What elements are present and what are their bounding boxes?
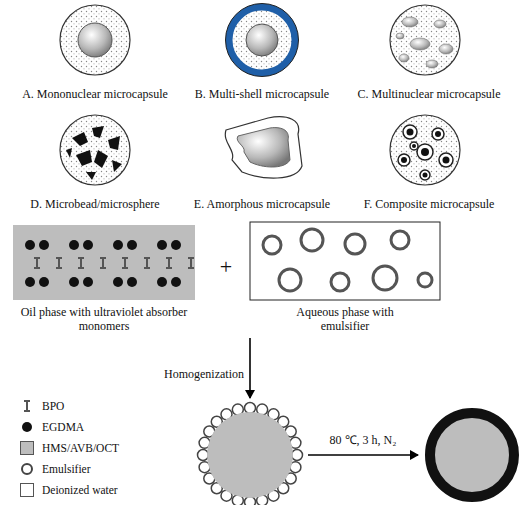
- figure-caption: D. Microbead/microsphere: [12, 197, 178, 211]
- microcapsule-figure: C. Multinuclear microcapsule: [346, 5, 512, 101]
- microcapsule-figure: A. Mononuclear microcapsule: [12, 5, 178, 101]
- plus-sign: +: [215, 255, 237, 279]
- figure-caption: A. Mononuclear microcapsule: [12, 87, 178, 101]
- condition-label: 80 ℃, 3 h, N₂: [305, 433, 421, 447]
- legend-row: BPO: [20, 397, 64, 415]
- figure-caption: E. Amorphous microcapsule: [179, 197, 345, 211]
- figure-caption: F. Composite microcapsule: [346, 197, 512, 211]
- figure-caption: C. Multinuclear microcapsule: [346, 87, 512, 101]
- legend-symbol: [20, 462, 34, 476]
- microcapsule-figure: B. Multi-shell microcapsule: [179, 5, 345, 101]
- legend-symbol: [20, 399, 34, 413]
- legend-swatch: [20, 462, 34, 476]
- microcapsule-figure: F. Composite microcapsule: [346, 113, 512, 211]
- phase-caption: Oil phase with ultraviolet absorber mono…: [15, 305, 193, 333]
- microcapsule-figure: E. Amorphous microcapsule: [179, 113, 345, 211]
- legend-text: Deionized water: [42, 484, 118, 496]
- figure-caption: B. Multi-shell microcapsule: [179, 87, 345, 101]
- legend-text: HMS/AVB/OCT: [42, 442, 119, 454]
- legend-swatch: [20, 420, 34, 434]
- microcapsule-figure: D. Microbead/microsphere: [12, 113, 178, 211]
- legend-swatch: [20, 399, 34, 413]
- step-label: Homogenization: [140, 367, 244, 381]
- legend-row: Deionized water: [20, 481, 118, 499]
- legend-row: EGDMA: [20, 418, 84, 436]
- legend-text: BPO: [42, 400, 64, 412]
- legend-row: HMS/AVB/OCT: [20, 439, 119, 457]
- legend-text: Emulsifier: [42, 463, 91, 475]
- phase-caption: Aqueous phase with emulsifier: [290, 305, 400, 333]
- legend-row: Emulsifier: [20, 460, 91, 478]
- legend-text: EGDMA: [42, 421, 84, 433]
- legend-swatch: [20, 441, 34, 455]
- legend-symbol: [20, 420, 34, 434]
- phase-box: Aqueous phase with emulsifier: [250, 222, 440, 333]
- phase-box: Oil phase with ultraviolet absorber mono…: [13, 225, 195, 333]
- legend-swatch: [20, 483, 34, 497]
